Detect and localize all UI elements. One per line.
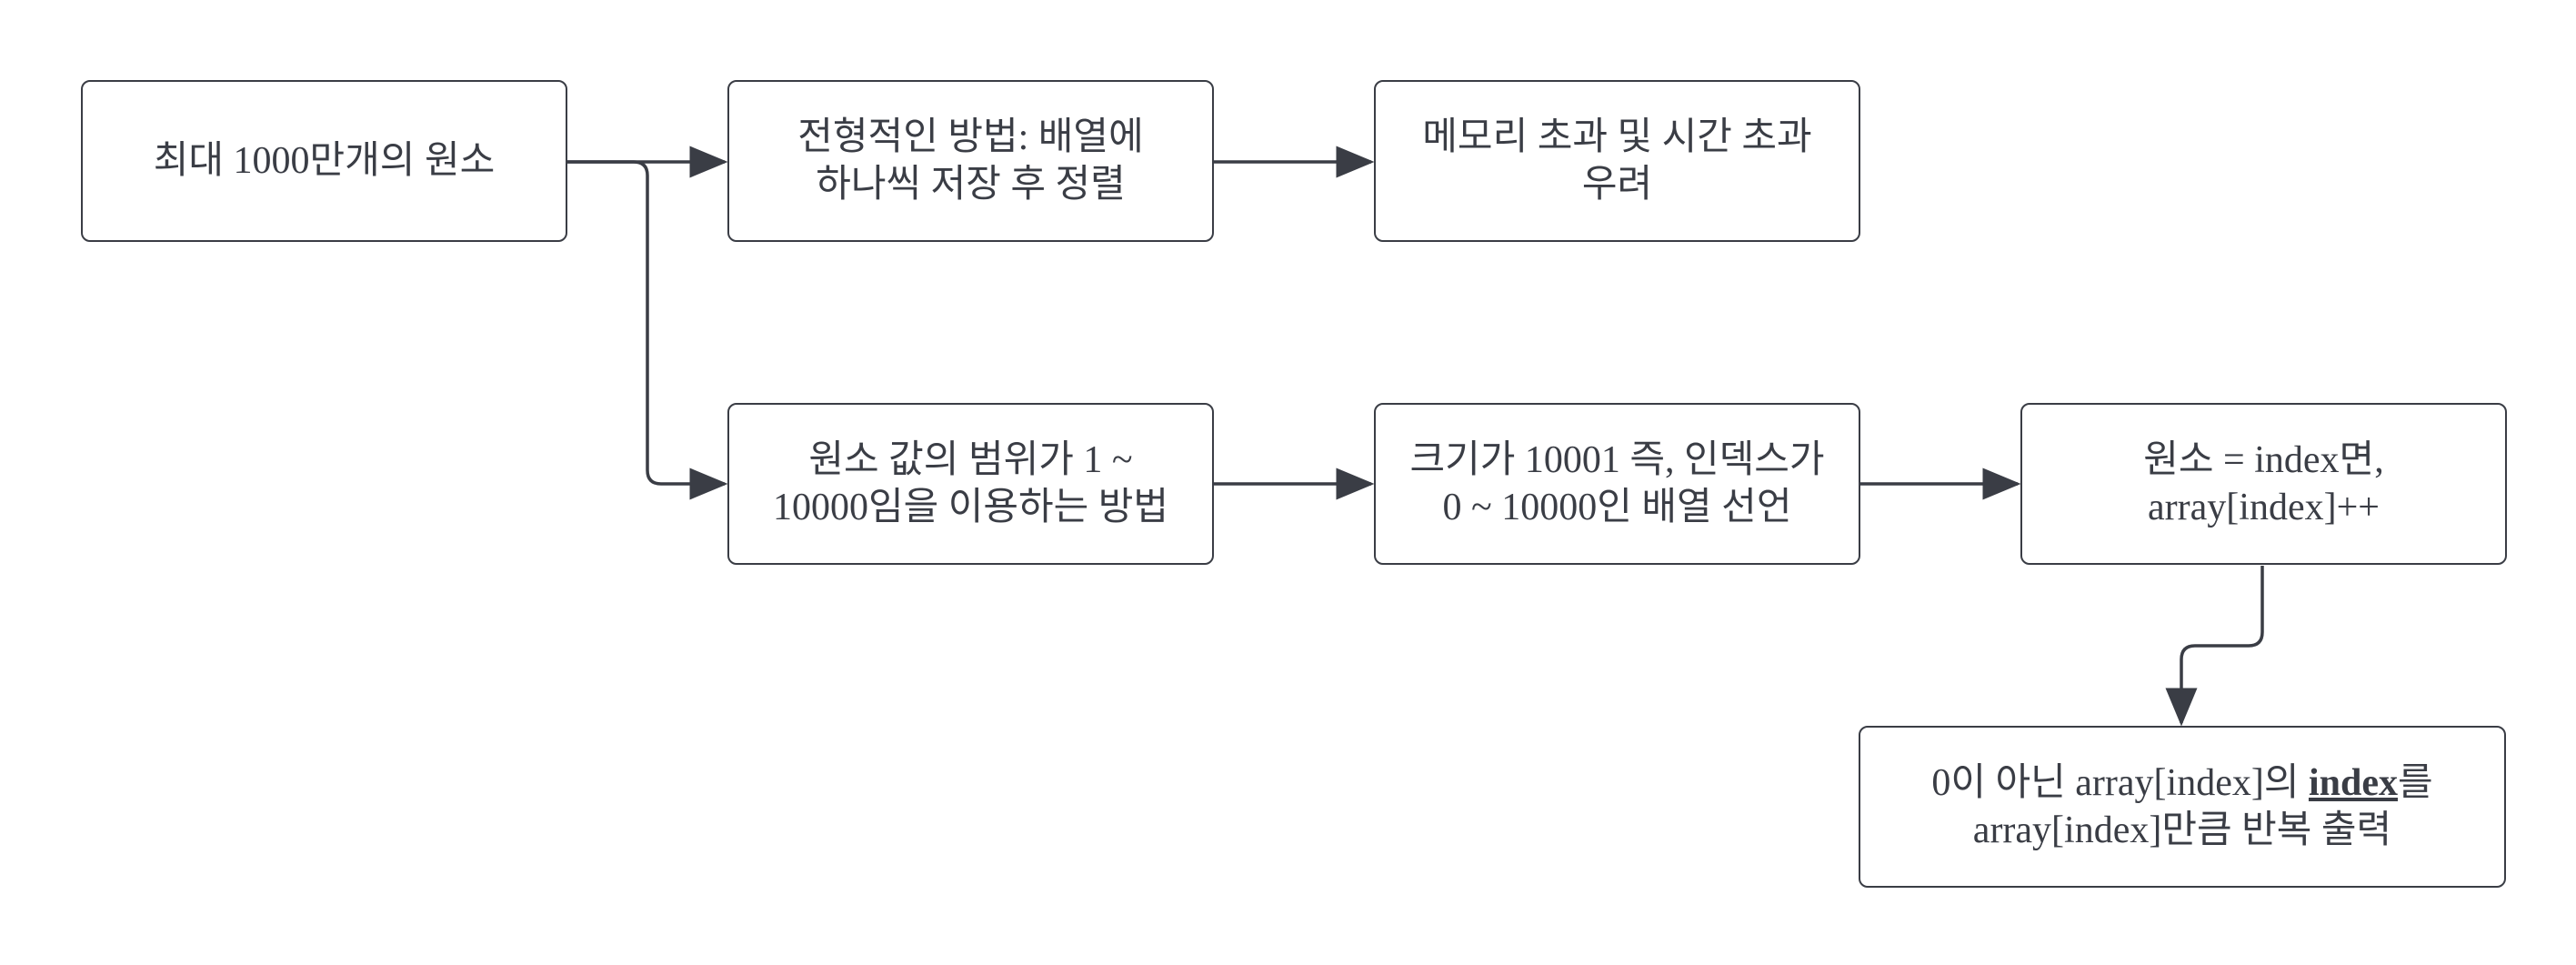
node-output-line-2: array[index]만큼 반복 출력 [1972,809,2392,851]
node-increment-label: 원소 = index면, array[index]++ [2143,439,2384,528]
node-output-index-emphasis: index [2308,762,2398,804]
node-memory-risk-label: 메모리 초과 및 시간 초과 우려 [1422,116,1812,206]
node-typical-method-label: 전형적인 방법: 배열에 하나씩 저장 후 정렬 [797,116,1144,206]
node-output-label: 0이 아닌 array[index]의 index를 array[index]만… [1931,759,2432,854]
node-range-method-label: 원소 값의 범위가 1 ~ 10000임을 이용하는 방법 [772,439,1169,528]
node-memory-risk: 메모리 초과 및 시간 초과 우려 [1374,80,1860,242]
node-source-label: 최대 1000만개의 원소 [153,140,496,182]
arrow-increment-to-output [2165,566,2264,727]
node-output-line-1: 0이 아닌 array[index]의 index를 [1931,759,2432,807]
node-typical-method: 전형적인 방법: 배열에 하나씩 저장 후 정렬 [727,80,1214,242]
node-output-line-1-after: 를 [2398,762,2433,804]
node-array-declare-label: 크기가 10001 즉, 인덱스가 0 ~ 10000인 배열 선언 [1409,439,1825,528]
node-array-declare: 크기가 10001 즉, 인덱스가 0 ~ 10000인 배열 선언 [1374,403,1860,565]
node-source: 최대 1000만개의 원소 [81,80,567,242]
node-range-method: 원소 값의 범위가 1 ~ 10000임을 이용하는 방법 [727,403,1214,565]
arrow-source-to-range-method [566,160,728,500]
node-output: 0이 아닌 array[index]의 index를 array[index]만… [1859,726,2506,888]
node-output-line-1-before: 0이 아닌 array[index]의 [1931,762,2309,804]
node-increment: 원소 = index면, array[index]++ [2020,403,2507,565]
